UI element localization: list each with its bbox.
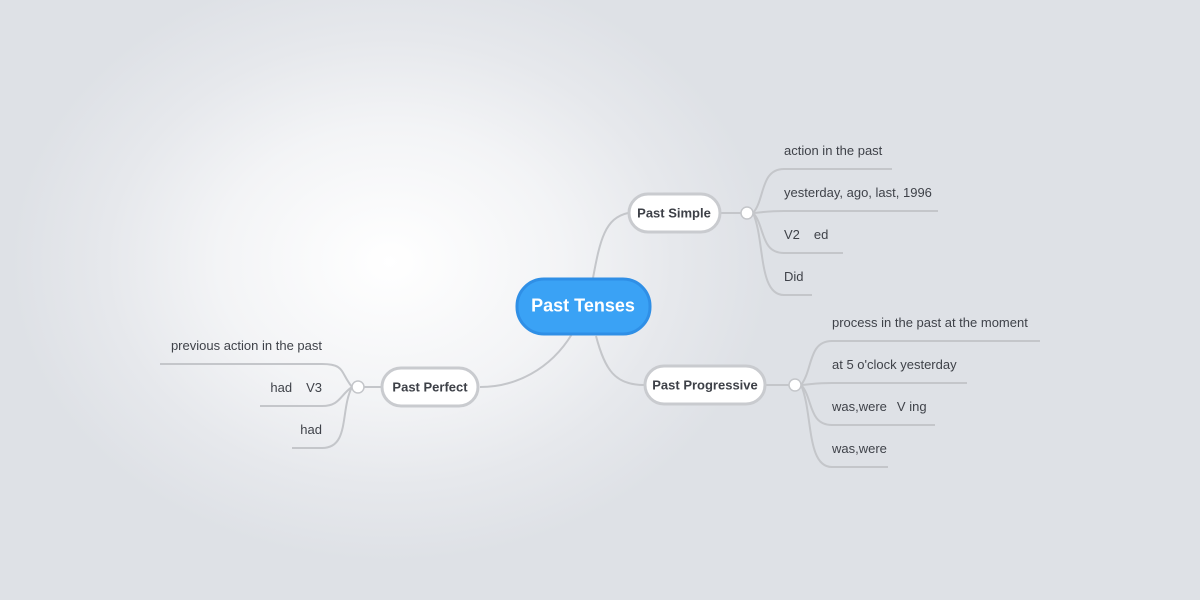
connector-past-simple-leaf-2 [752,210,938,214]
root-node[interactable] [515,277,652,336]
leaf-text: V2 [784,227,800,242]
past-progressive-collapse-toggle[interactable] [788,378,802,392]
connector-root-past-progressive [595,335,645,386]
connector-past-progressive-leaf-1 [800,340,1040,386]
connector-past-simple-leaf-1 [752,168,892,214]
connector-root-past-simple [592,212,629,279]
past-progressive-leaf-1[interactable]: process in the past at the moment [832,315,1028,331]
past-progressive-leaf-4[interactable]: was,were [832,441,887,457]
past-progressive-leaf-2[interactable]: at 5 o'clock yesterday [832,357,957,373]
connector-past-progressive-leaf-2 [800,382,967,386]
leaf-text: had [270,380,293,395]
node-past-progressive[interactable] [643,364,767,406]
leaf-text: yesterday, ago, last, 1996 [784,185,932,200]
leaf-text: had [300,422,322,437]
connector-past-progressive-leaf-4 [800,384,888,468]
past-perfect-leaf-1[interactable]: previous action in the past [171,338,322,354]
leaf-text: at 5 o'clock yesterday [832,357,957,372]
leaf-text-suffix: V ing [896,399,927,414]
leaf-text-suffix: ed [813,227,829,242]
leaf-text-suffix: V3 [306,380,322,395]
connector-root-past-perfect [479,333,573,388]
leaf-text: action in the past [784,143,883,158]
past-simple-leaf-3[interactable]: V2 ed [784,227,828,243]
leaf-text: was,were [832,441,887,456]
connector-past-simple-leaf-4 [752,212,812,296]
past-perfect-leaf-2[interactable]: had V3 [270,380,322,396]
connector-past-perfect-leaf-1 [160,363,353,388]
node-past-perfect[interactable] [380,366,480,408]
leaf-text: previous action in the past [170,338,322,353]
leaf-text: process in the past at the moment [832,315,1028,330]
connector-past-perfect-leaf-3 [292,386,353,449]
past-simple-leaf-1[interactable]: action in the past [784,143,882,159]
leaf-text: was,were [832,399,887,414]
past-progressive-leaf-3[interactable]: was,were V ing [832,399,927,415]
past-simple-leaf-4[interactable]: Did [784,269,804,285]
connector-past-perfect-leaf-2 [260,386,353,407]
connector-past-simple-leaf-3 [752,212,843,254]
connector-past-progressive-leaf-3 [800,384,935,426]
past-perfect-collapse-toggle[interactable] [351,380,365,394]
past-simple-leaf-2[interactable]: yesterday, ago, last, 1996 [784,185,932,201]
leaf-text: Did [784,269,804,284]
node-past-simple[interactable] [627,192,722,234]
past-simple-collapse-toggle[interactable] [740,206,754,220]
past-perfect-leaf-3[interactable]: had [300,422,322,438]
